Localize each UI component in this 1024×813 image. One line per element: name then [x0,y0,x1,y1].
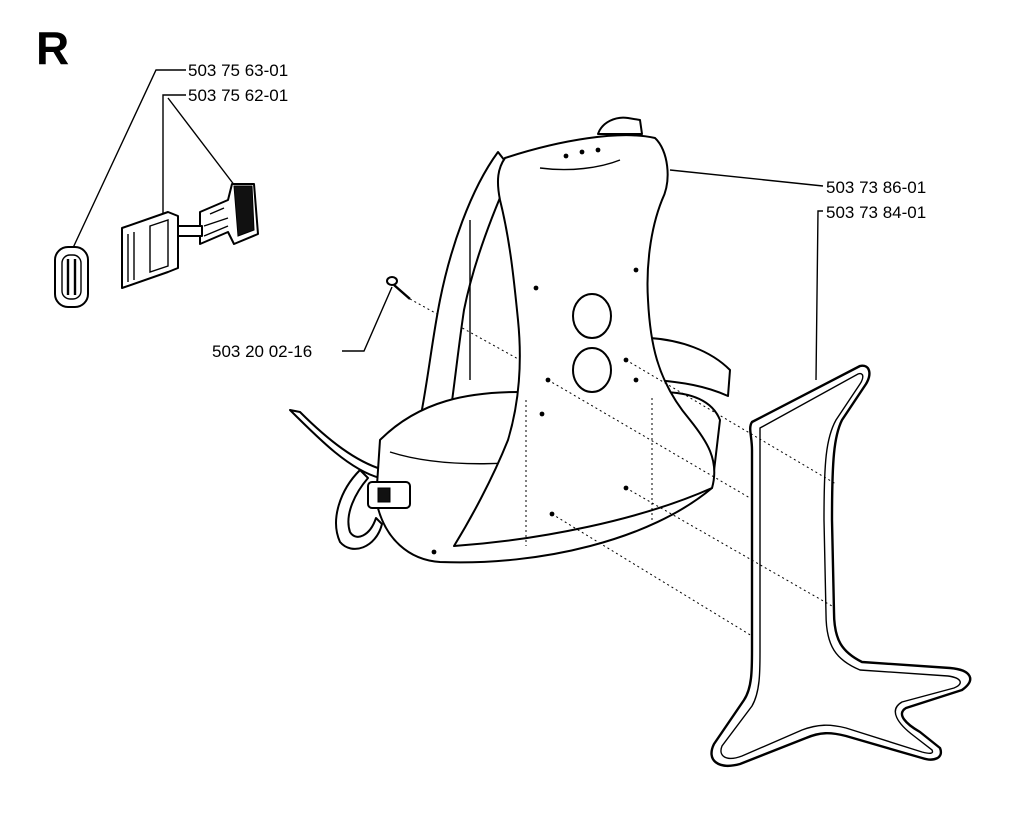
leader-buckle-female [162,94,186,230]
side-release-buckle-drawing [121,183,259,289]
assembly-lines [547,359,837,637]
buckle-slide-drawing [54,246,89,308]
leader-lines [71,69,824,381]
screw-drawing [386,276,521,361]
harness-pad-drawing [289,116,731,564]
part-label-buckle-slide: 503 75 63-01 [188,61,288,80]
part-label-screw: 503 20 02-16 [212,342,312,361]
part-label-side-release-buckle: 503 75 62-01 [188,86,288,105]
leader-buckle-male [167,97,236,187]
leader-frame [815,210,823,381]
section-letter: R [36,22,69,74]
part-label-harness-pad: 503 73 86-01 [826,178,926,197]
leader-buckle-slide [71,69,186,251]
leader-harness-pad [669,169,824,187]
leader-screw [342,286,393,352]
frame-drawing [710,364,972,767]
part-label-frame: 503 73 84-01 [826,203,926,222]
